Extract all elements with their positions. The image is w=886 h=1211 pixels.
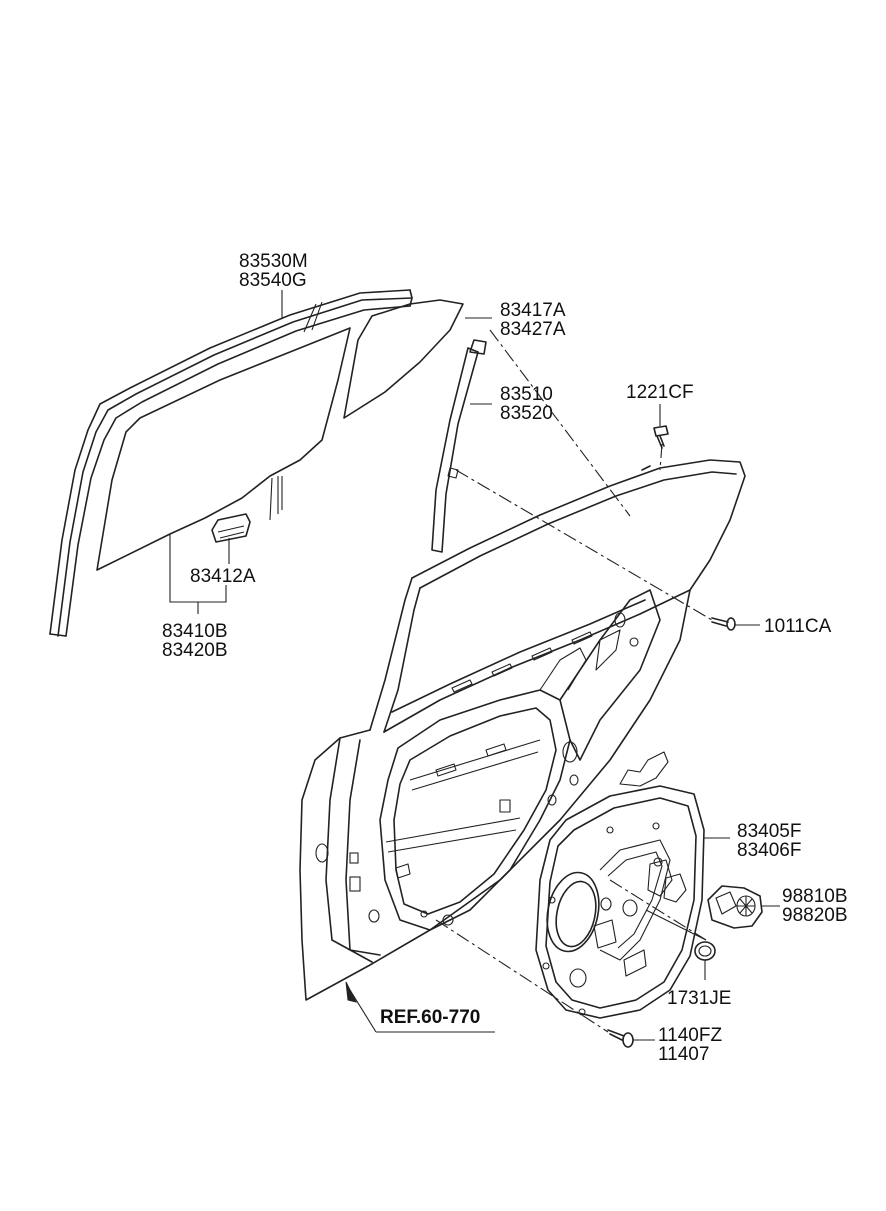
screw-1011CA	[711, 617, 736, 631]
label-83417A: 83417A	[500, 300, 566, 321]
part-labels: 83530M 83540G 83417A 83427A 83510 83520 …	[162, 251, 848, 1065]
bolt-1140FZ	[607, 1029, 634, 1048]
label-ref: REF.60-770	[380, 1007, 480, 1028]
label-83510: 83510	[500, 384, 553, 405]
label-98810B: 98810B	[782, 886, 848, 907]
glass-channel-bracket	[211, 513, 251, 543]
label-11407: 11407	[658, 1044, 709, 1065]
label-83530M: 83530M	[239, 251, 308, 272]
label-1140FZ: 1140FZ	[658, 1025, 722, 1046]
clip-1221CF	[653, 425, 669, 449]
label-83410B: 83410B	[162, 621, 228, 642]
ref-arrow	[345, 981, 495, 1033]
label-83405F: 83405F	[737, 821, 801, 842]
label-83520: 83520	[500, 403, 553, 424]
window-regulator-motor	[707, 885, 763, 929]
grommet	[694, 941, 716, 961]
leader-lines	[169, 290, 780, 1041]
glass-run-channel	[49, 289, 413, 637]
label-83412A: 83412A	[190, 566, 256, 587]
door-glass	[96, 299, 464, 571]
door-module-panel	[535, 751, 705, 1019]
label-98820B: 98820B	[782, 905, 848, 926]
label-83406F: 83406F	[737, 840, 801, 861]
label-83420B: 83420B	[162, 640, 228, 661]
label-83540G: 83540G	[239, 270, 307, 291]
center-sash-channel	[431, 339, 487, 553]
assembly-dash-lines	[435, 329, 713, 1033]
label-1731JE: 1731JE	[667, 988, 731, 1009]
door-inner-panel	[299, 459, 746, 1001]
label-83427A: 83427A	[500, 319, 566, 340]
label-1221CF: 1221CF	[626, 382, 694, 403]
label-1011CA: 1011CA	[764, 616, 832, 637]
